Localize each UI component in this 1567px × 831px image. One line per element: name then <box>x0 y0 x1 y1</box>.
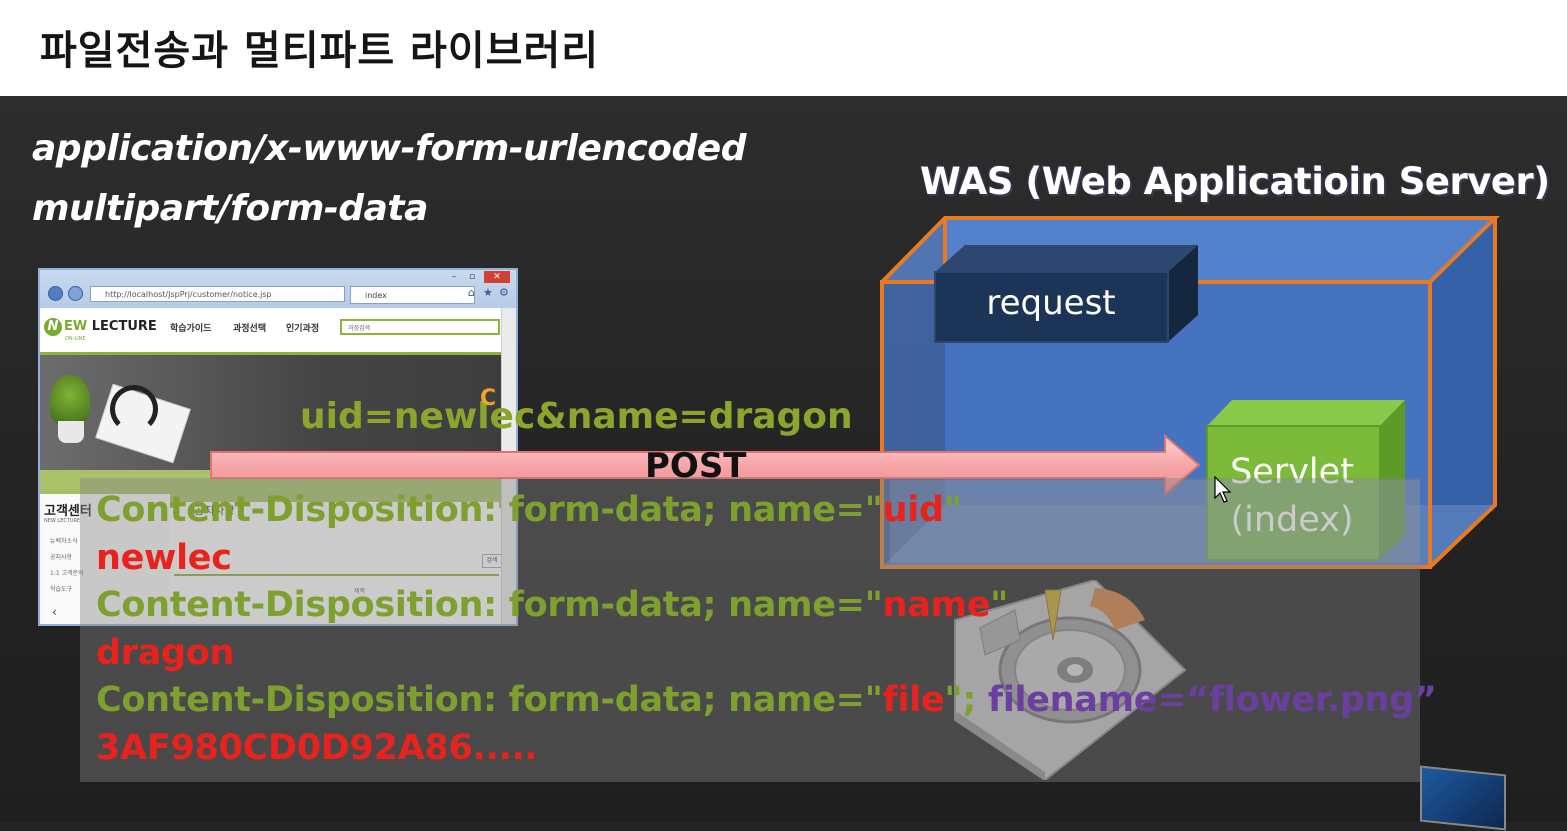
browser-chrome: – ▫ ✕ http://localhost/JspPrj/customer/n… <box>40 270 516 308</box>
cd-line-name: Content-Disposition: form-data; name="na… <box>96 585 1008 625</box>
post-arrow <box>210 433 1201 497</box>
field-name-name: name <box>882 585 991 625</box>
site-nav: N EW LECTURE ON-LINE 학습가이드 과정선택 인기과정 과정검… <box>40 308 504 355</box>
hard-disk-icon <box>954 580 1187 780</box>
notice-column-title: 제목 <box>354 588 366 595</box>
browser-tab[interactable]: index <box>350 286 475 304</box>
servlet-box-front <box>1206 425 1381 561</box>
side-item-inquiry[interactable]: 1:1 고객문의 <box>50 570 84 577</box>
menu-popular-course[interactable]: 인기과정 <box>286 324 320 334</box>
request-box-side <box>1168 245 1198 342</box>
servlet-sub: (index) <box>1230 500 1354 540</box>
home-icon[interactable]: ⌂ <box>468 286 475 299</box>
multipart-panel <box>80 478 1420 782</box>
post-method-label: POST <box>645 446 747 486</box>
headset-icon <box>110 385 158 433</box>
servlet-box-top <box>1207 400 1405 426</box>
side-item-notice[interactable]: 공지사항 <box>50 554 73 561</box>
browser-window: – ▫ ✕ http://localhost/JspPrj/customer/n… <box>38 268 518 626</box>
cd-quote-1: " <box>943 490 962 530</box>
close-icon[interactable]: ✕ <box>484 271 510 283</box>
was-title: WAS (Web Applicatioin Server) <box>920 160 1550 203</box>
forward-icon[interactable] <box>68 286 83 301</box>
servlet-label: Servlet (index) <box>1207 448 1377 544</box>
monitor-icon <box>1420 765 1506 831</box>
value-file: 3AF980CD0D92A86..... <box>96 728 538 768</box>
cd-prefix-1: Content-Disposition: form-data; name=" <box>96 490 883 530</box>
logo-rest: LECTURE <box>87 319 157 334</box>
back-icon[interactable] <box>48 286 63 301</box>
address-bar[interactable]: http://localhost/JspPrj/customer/notice.… <box>90 286 345 302</box>
mouse-cursor-icon <box>1214 476 1232 503</box>
request-box-top <box>935 245 1198 272</box>
search-input[interactable]: 과정검색 <box>340 319 500 335</box>
cd-line-uid: Content-Disposition: form-data; name="ui… <box>96 490 962 530</box>
hero-banner <box>40 355 504 470</box>
side-subtitle: NEW LECTURE <box>44 518 81 524</box>
cd-line-file: Content-Disposition: form-data; name="fi… <box>96 680 1437 720</box>
request-label: request <box>986 283 1116 323</box>
pot-icon <box>58 421 84 443</box>
field-name-uid: uid <box>882 490 944 530</box>
query-string: uid=newlec&name=dragon <box>300 396 853 437</box>
value-name: dragon <box>96 633 235 673</box>
site-logo[interactable]: EW LECTURE <box>64 319 157 334</box>
side-panel: 고객센터 NEW LECTURE 뉴렉처소식 공지사항 1:1 고객문의 학습도… <box>40 494 170 624</box>
plant-icon <box>50 375 90 425</box>
text-cursor-mark: C <box>480 386 497 411</box>
logo-sub: ON-LINE <box>65 336 86 342</box>
encoding-multipart: multipart/form-data <box>32 188 428 229</box>
servlet-box-side <box>1380 400 1405 560</box>
cd-prefix-2: Content-Disposition: form-data; name=" <box>96 585 883 625</box>
was-box-right-face <box>1430 218 1495 567</box>
gear-icon[interactable]: ⚙ <box>499 286 509 299</box>
slide-header: 파일전송과 멀티파트 라이브러리 <box>0 0 1567 96</box>
filename-part: filename=“flower.png” <box>987 680 1437 720</box>
logo-ew: EW <box>64 319 88 334</box>
value-uid: newlec <box>96 538 232 578</box>
was-floor-plate <box>890 480 1420 562</box>
side-item-tools[interactable]: 학습도구 <box>50 586 73 593</box>
cd-prefix-3: Content-Disposition: form-data; name=" <box>96 680 883 720</box>
menu-study-guide[interactable]: 학습가이드 <box>170 324 212 334</box>
star-icon[interactable]: ★ <box>483 286 493 299</box>
notice-title: 공지사항 <box>194 504 235 517</box>
cd-sep-3: "; <box>944 680 988 720</box>
side-item-news[interactable]: 뉴렉처소식 <box>50 538 78 545</box>
menu-course-select[interactable]: 과정선택 <box>233 324 267 334</box>
notice-area: 공지사항 검색 제목 <box>174 502 502 624</box>
notice-divider <box>174 574 499 576</box>
was-server-box <box>880 216 1500 569</box>
request-box-front <box>934 271 1169 343</box>
minimize-icon[interactable]: – <box>451 272 457 282</box>
slide-title: 파일전송과 멀티파트 라이브러리 <box>40 28 600 74</box>
cd-quote-2: " <box>990 585 1009 625</box>
side-title: 고객센터 <box>44 504 92 519</box>
servlet-name: Servlet <box>1230 452 1354 492</box>
encoding-urlencoded: application/x-www-form-urlencoded <box>32 128 746 169</box>
field-name-file: file <box>882 680 945 720</box>
maximize-icon[interactable]: ▫ <box>468 272 476 282</box>
scroll-left-icon[interactable]: ‹ <box>52 605 57 619</box>
web-page: N EW LECTURE ON-LINE 학습가이드 과정선택 인기과정 과정검… <box>40 308 504 624</box>
logo-icon: N <box>44 318 62 336</box>
